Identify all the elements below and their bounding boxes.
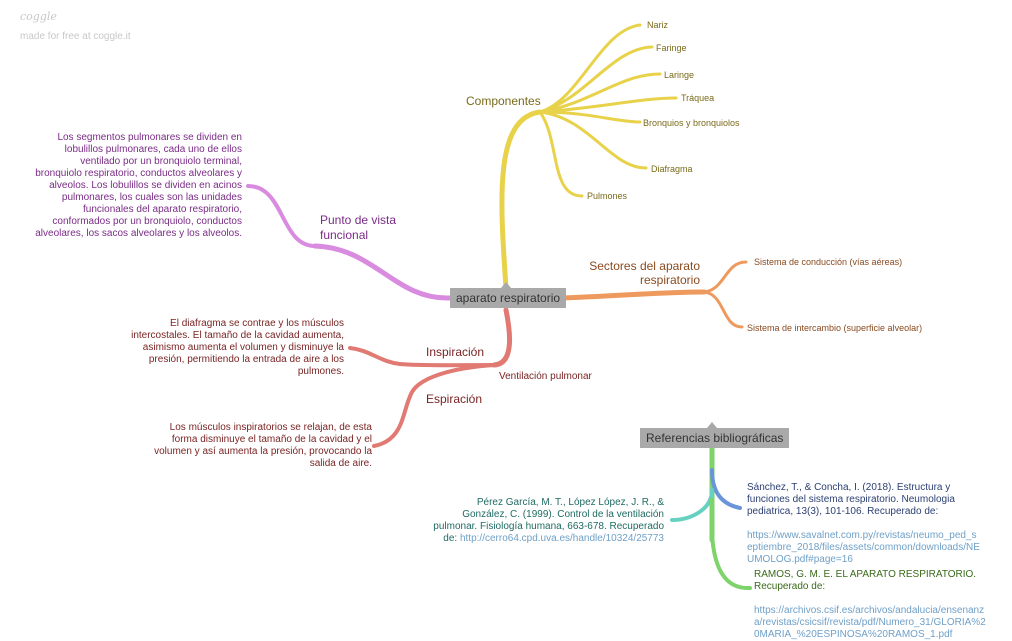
componente-faringe[interactable]: Faringe	[656, 43, 687, 53]
ref1-text: Sánchez, T., & Concha, I. (2018). Estruc…	[747, 482, 955, 517]
ref2-text: Pérez García, M. T., López López, J. R.,…	[433, 497, 664, 544]
branch-bronquios	[538, 110, 642, 124]
componente-laringe[interactable]: Laringe	[664, 70, 695, 80]
funcional-text[interactable]: Los segmentos pulmonares se dividen en l…	[35, 132, 242, 239]
branch-diafragma	[538, 110, 648, 170]
componente-bronquios[interactable]: Bronquios y bronquiolos	[643, 118, 740, 128]
inspiracion-text[interactable]: El diafragma se contrae y los músculos i…	[131, 318, 344, 377]
branch-conduccion	[702, 260, 748, 294]
branch-inspiracion	[348, 346, 496, 368]
ref-node-top-caret	[707, 422, 717, 428]
referencias-node[interactable]: Referencias bibliográficas	[640, 428, 790, 448]
ref3-text: RAMOS, G. M. E. EL APARATO RESPIRATORIO.…	[754, 569, 977, 592]
branch-ref2	[670, 488, 714, 522]
funcional-label[interactable]: Punto de vista funcional	[320, 213, 397, 242]
componente-nariz[interactable]: Nariz	[647, 20, 669, 30]
branch-nariz	[538, 23, 642, 114]
espiracion-label[interactable]: Espiración	[426, 392, 483, 406]
branch-ventilacion	[491, 307, 513, 368]
componente-pulmones[interactable]: Pulmones	[587, 191, 628, 201]
center-node-top-caret	[501, 282, 511, 288]
ref1-link[interactable]: https://www.savalnet.com.py/revistas/neu…	[747, 530, 980, 565]
inspiracion-label[interactable]: Inspiración	[426, 345, 485, 359]
branch-sectores	[559, 289, 707, 301]
branch-pulmones	[538, 110, 584, 198]
branch-intercambio	[702, 290, 744, 329]
sector-intercambio[interactable]: Sistema de intercambio (superficie alveo…	[747, 323, 923, 333]
componente-traquea[interactable]: Tráquea	[681, 93, 715, 103]
branch-ref3	[709, 498, 752, 591]
ventilacion-label[interactable]: Ventilación pulmonar	[499, 371, 592, 382]
ref3: RAMOS, G. M. E. EL APARATO RESPIRATORIO.…	[754, 557, 1004, 641]
branch-traquea	[538, 96, 678, 114]
branch-faringe	[538, 45, 654, 114]
center-node[interactable]: aparato respiratorio	[450, 288, 567, 308]
branch-laringe	[538, 72, 662, 114]
componente-diafragma[interactable]: Diafragma	[651, 164, 693, 174]
branch-espiracion	[372, 363, 496, 448]
componentes-label[interactable]: Componentes	[466, 94, 541, 108]
branch-funcional-text	[246, 184, 317, 248]
sectores-label[interactable]: Sectores del aparato respiratorio	[589, 259, 700, 287]
branch-ref1	[710, 468, 742, 510]
ref3-link[interactable]: https://archivos.csif.es/archivos/andalu…	[754, 605, 986, 640]
branch-componentes	[499, 109, 543, 291]
ref2-link[interactable]: http://cerro64.cpd.uva.es/handle/10324/2…	[459, 533, 664, 544]
coggle-tagline[interactable]: made for free at coggle.it	[20, 31, 131, 42]
coggle-logo: coggle	[20, 10, 57, 23]
ref1: Sánchez, T., & Concha, I. (2018). Estruc…	[747, 470, 997, 566]
branch-funcional	[312, 243, 453, 301]
ref2: Pérez García, M. T., López López, J. R.,…	[420, 497, 664, 545]
sector-conduccion[interactable]: Sistema de conducción (vías aéreas)	[754, 257, 903, 267]
espiracion-text[interactable]: Los músculos inspiratorios se relajan, d…	[154, 422, 372, 469]
